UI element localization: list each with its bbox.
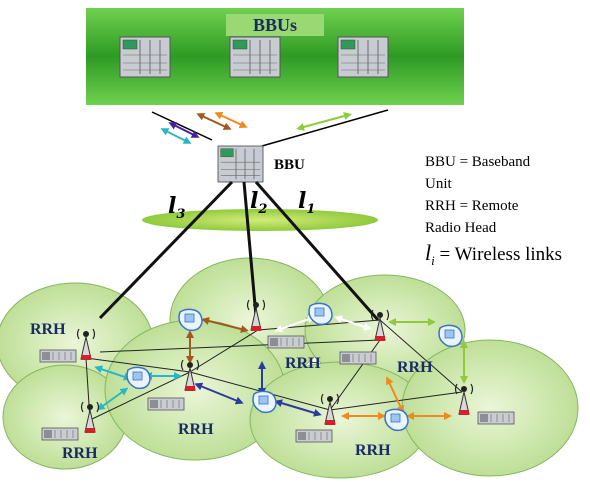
svg-text:l3: l3 xyxy=(168,193,185,222)
bbu-pool-label: BBUs xyxy=(253,15,297,35)
link-label-l3: l3 xyxy=(168,193,185,222)
legend-line-4: Radio Head xyxy=(425,220,497,236)
fronthaul-arrows xyxy=(151,109,389,147)
legend-line-3: RRH = Remote xyxy=(425,198,519,214)
legend-line-5: li = Wireless links xyxy=(425,240,562,268)
ue-arrows xyxy=(94,315,468,420)
wireless-links xyxy=(98,180,380,321)
rrh-label: RRH xyxy=(62,445,98,462)
bbu-label: BBU xyxy=(274,157,305,173)
rrh-label: RRH xyxy=(178,421,214,438)
legend: BBU = Baseband Unit RRH = Remote Radio H… xyxy=(425,154,562,268)
rrh-label: RRH xyxy=(30,321,66,338)
link-label-l1: l1 xyxy=(298,188,315,217)
link-label-l2: l2 xyxy=(250,188,267,217)
bbu-server-1 xyxy=(119,36,171,78)
svg-text:l1: l1 xyxy=(298,188,315,217)
svg-text:l2: l2 xyxy=(250,188,267,217)
rrh-label: RRH xyxy=(285,355,321,372)
rrh-labels: RRH RRH RRH RRH RRH RRH xyxy=(30,321,433,462)
rrh-label: RRH xyxy=(397,359,433,376)
bbu-unit: BBU xyxy=(217,145,305,183)
bbu-server-3 xyxy=(337,36,389,78)
rrh-label: RRH xyxy=(355,442,391,459)
legend-line-2: Unit xyxy=(425,176,453,192)
bbu-server-2 xyxy=(229,36,281,78)
bbu-pool: BBUs xyxy=(86,8,464,105)
legend-line-1: BBU = Baseband xyxy=(425,154,531,170)
